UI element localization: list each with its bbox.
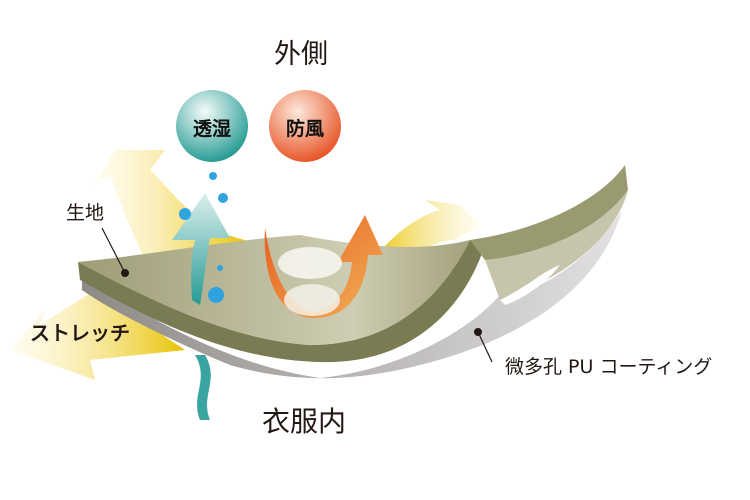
stretch-arrow-upper-left <box>95 150 250 270</box>
badge-windproof <box>269 90 341 162</box>
outside-label: 外側 <box>274 39 328 70</box>
fabric-label: 生地 <box>66 202 105 224</box>
moisture-arrow <box>172 193 230 305</box>
coating-layer <box>82 210 622 379</box>
wind-arrow <box>264 215 383 318</box>
stretch-arrow-lower-left <box>10 290 185 380</box>
fabric-right-flap-side <box>485 190 628 300</box>
coating-leader-line <box>477 331 493 363</box>
badge-windproof-label: 防風 <box>285 118 324 140</box>
inside-label: 衣服内 <box>262 405 347 438</box>
fabric-right-flap <box>470 165 628 260</box>
coating-label: 微多孔 PU コーティング <box>505 356 713 378</box>
badge-moisture-permeable <box>176 90 248 162</box>
stretch-label: ストレッチ <box>30 321 130 345</box>
badge-moisture-label: 透湿 <box>192 118 231 140</box>
fabric-top-surface <box>78 235 470 345</box>
water-droplets <box>179 172 228 303</box>
moisture-wave <box>195 355 211 420</box>
fabric-edge <box>78 240 485 363</box>
fabric-leader-line <box>101 227 126 274</box>
